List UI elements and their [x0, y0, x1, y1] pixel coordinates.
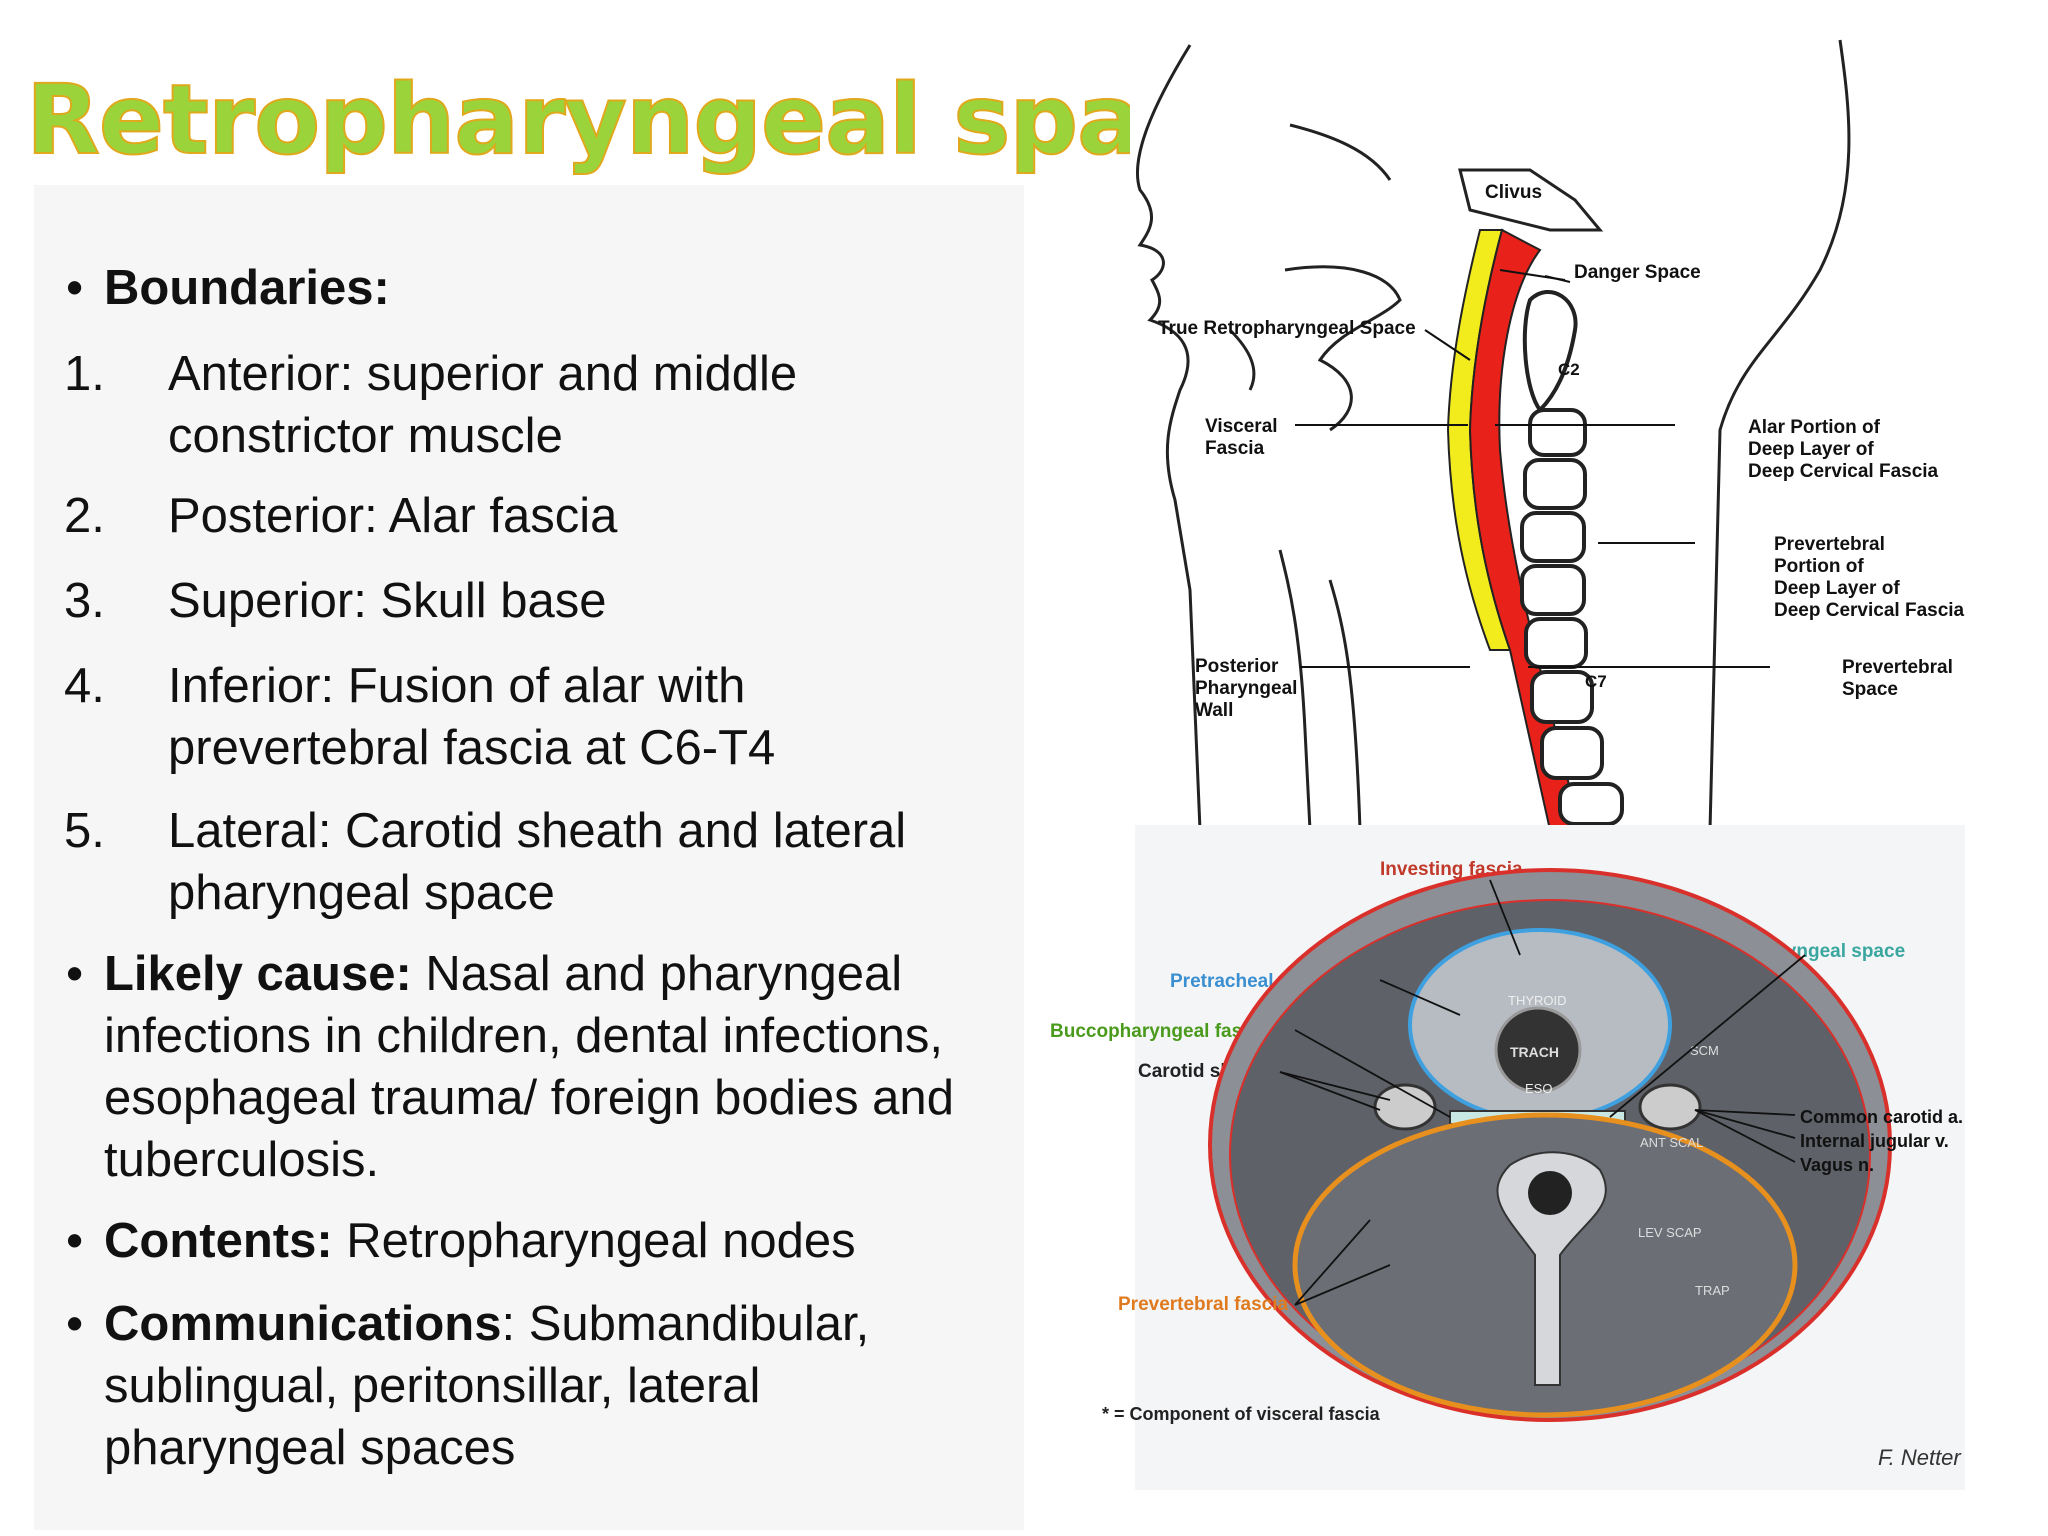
label-internal-jugular: Internal jugular v. [1800, 1131, 1949, 1151]
label-true-retro: True Retropharyngeal Space [1158, 318, 1416, 339]
label-danger-space: Danger Space [1574, 262, 1701, 283]
label-buccopharyngeal-fascia: Buccopharyngeal fascia * [1050, 1021, 1282, 1042]
label-trach: TRACH [1510, 1044, 1559, 1060]
communications: Communications: Submandibular, sublingua… [104, 1297, 870, 1475]
boundary-number: 4. [64, 659, 105, 713]
boundary-number: 5. [64, 804, 105, 858]
label-prevertebral-fascia: Prevertebral fascia [1118, 1294, 1288, 1315]
boundary-number: 3. [64, 574, 105, 628]
likely-cause: Likely cause: Nasal and pharyngeal infec… [104, 947, 954, 1187]
sagittal-neck-diagram: Clivus C2 C7 Danger Space True Retrophar… [1130, 30, 2030, 830]
text-panel: • Boundaries: 1. Anterior: superior and … [34, 185, 1024, 1530]
label-prevertebral-space: Prevertebral Space [1842, 657, 1958, 700]
label-scm: SCM [1690, 1043, 1719, 1058]
label-clivus: Clivus [1485, 182, 1542, 203]
boundary-superior: Superior: Skull base [168, 574, 607, 628]
label-common-carotid: Common carotid a. [1800, 1107, 1963, 1127]
boundary-posterior: Posterior: Alar fascia [168, 489, 618, 543]
label-lev-scap: LEV SCAP [1638, 1225, 1702, 1240]
bullet-dot: • [66, 1214, 84, 1268]
label-posterior-pharyngeal-wall: Posterior Pharyngeal Wall [1195, 656, 1303, 721]
bullet-dot: • [66, 1297, 84, 1351]
label-c7: C7 [1585, 672, 1607, 691]
netter-signature: F. Netter [1878, 1445, 1962, 1470]
label-thyroid: THYROID [1508, 993, 1567, 1008]
axial-neck-diagram: Investing fascia Retropharyngeal space P… [1050, 825, 1965, 1490]
label-vagus: Vagus n. [1800, 1155, 1874, 1175]
bullet-dot: • [66, 261, 84, 315]
boundary-number: 1. [64, 347, 105, 401]
boundaries-heading: Boundaries: [104, 261, 390, 315]
label-trap: TRAP [1695, 1283, 1730, 1298]
bullet-dot: • [66, 947, 84, 1001]
label-visceral-fascia: Visceral Fascia [1205, 416, 1283, 459]
boundary-lateral: Lateral: Carotid sheath and lateral phar… [168, 804, 907, 920]
boundary-inferior: Inferior: Fusion of alar with prevertebr… [168, 659, 776, 775]
contents: Contents: Retropharyngeal nodes [104, 1214, 856, 1268]
footnote: * = Component of visceral fascia [1102, 1404, 1381, 1424]
label-alar-portion: Alar Portion of Deep Layer of Deep Cervi… [1748, 417, 1939, 482]
boundary-anterior: Anterior: superior and middle constricto… [168, 347, 798, 463]
slide-title: Retropharyngeal space [25, 64, 1263, 176]
label-eso: ESO [1525, 1081, 1552, 1096]
boundary-number: 2. [64, 489, 105, 543]
label-c2: C2 [1558, 360, 1580, 379]
label-prevertebral-portion: Prevertebral Portion of Deep Layer of De… [1774, 534, 1965, 621]
label-ant-scal: ANT SCAL [1640, 1135, 1703, 1150]
